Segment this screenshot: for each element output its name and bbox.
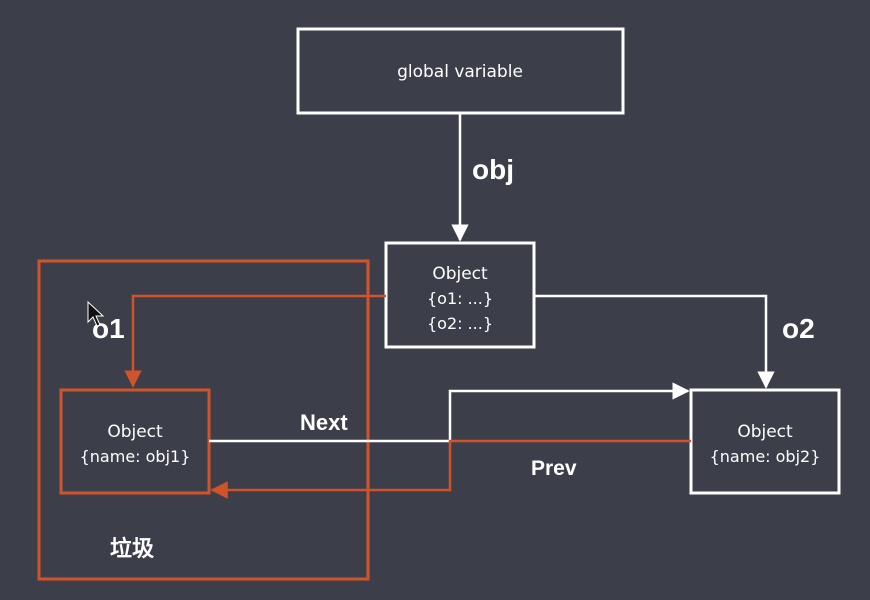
root-object-title: Object xyxy=(432,264,488,284)
root-object-o1: {o1: ...} xyxy=(427,289,493,308)
edge-label-prev: Prev xyxy=(531,457,577,480)
garbage-region xyxy=(37,259,370,581)
garbage-label: 垃圾 xyxy=(110,536,155,561)
edge-next xyxy=(209,382,690,443)
obj1-name: {name: obj1} xyxy=(80,447,191,466)
edge-label-obj: obj xyxy=(472,154,514,185)
obj1-title: Object xyxy=(107,422,163,442)
edge-label-o2: o2 xyxy=(782,313,815,344)
edge-o2 xyxy=(534,294,775,389)
root-object-o2: {o2: ...} xyxy=(427,314,493,333)
global-variable-label: global variable xyxy=(397,62,523,82)
obj2-title: Object xyxy=(737,422,793,442)
edge-o1 xyxy=(124,294,386,388)
edge-label-next: Next xyxy=(300,410,348,435)
cursor-icon xyxy=(87,300,105,327)
edge-prev xyxy=(210,439,691,499)
obj2-name: {name: obj2} xyxy=(710,447,821,466)
